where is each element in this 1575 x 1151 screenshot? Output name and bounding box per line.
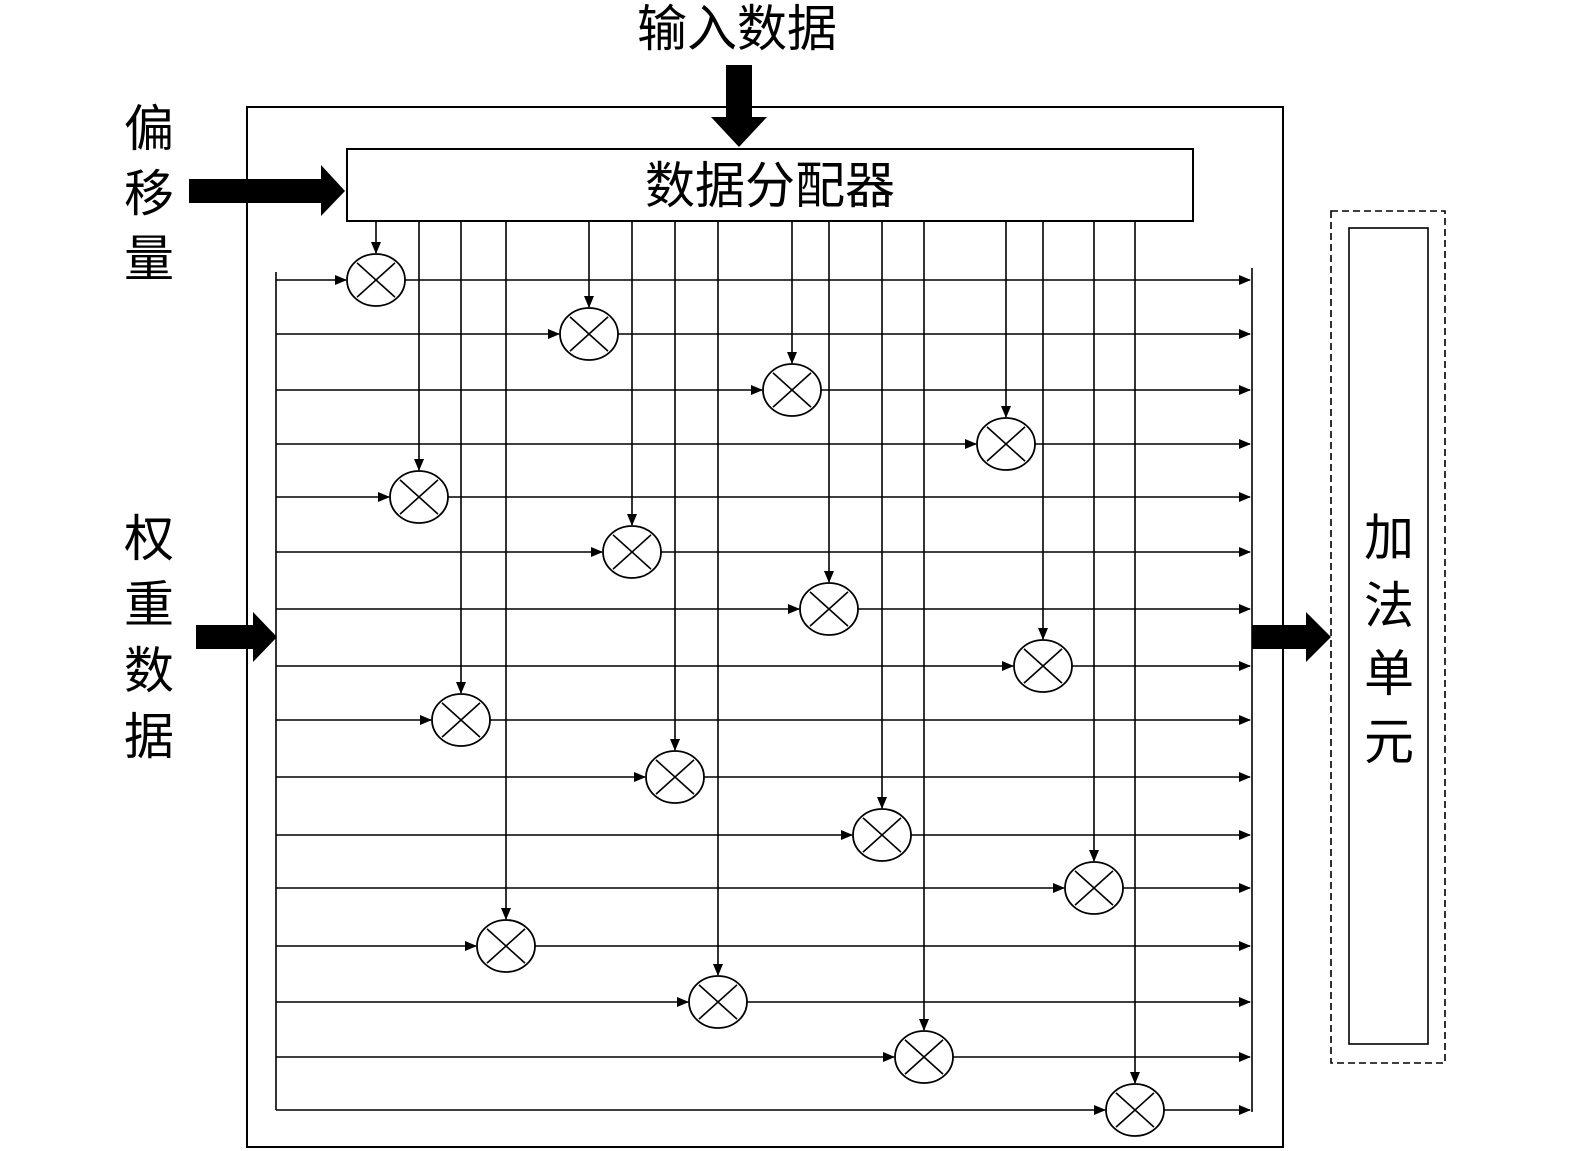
- multiplier-cross-b-3: [772, 372, 812, 408]
- offset-char-1: 偏: [124, 100, 174, 158]
- input-data-label: 输入数据: [637, 0, 837, 58]
- multiplier-cross-b-15: [904, 1039, 944, 1075]
- data-distributor-label: 数据分配器: [645, 157, 895, 215]
- multiplier-cross-b-13: [486, 928, 526, 964]
- multiplier-cross-b-8: [1023, 648, 1063, 684]
- weight-data-arrow: [196, 612, 277, 662]
- multiplier-cross-b-14: [698, 984, 738, 1020]
- weight-char-4: 据: [124, 708, 174, 766]
- adder-outer-dashed-box: [1330, 210, 1446, 1064]
- multiplier-cross-b-6: [612, 534, 652, 570]
- multiplier-cross-b-12: [1074, 870, 1114, 906]
- offset-char-3: 量: [124, 230, 174, 288]
- adder-char-1: 加: [1364, 509, 1414, 567]
- multiplier-cross-b-7: [809, 591, 849, 627]
- data-distributor-box: [346, 148, 1194, 222]
- offset-arrow: [189, 165, 345, 216]
- weight-char-3: 数: [124, 642, 174, 700]
- multiplier-cross-b-16: [1115, 1092, 1155, 1128]
- offset-char-2: 移: [124, 165, 174, 223]
- multiplier-array: [276, 221, 1251, 1137]
- adder-char-3: 单: [1364, 645, 1414, 703]
- adder-label: 加 法 单 元: [1364, 509, 1414, 771]
- adder-unit-box: [1348, 227, 1429, 1045]
- adder-char-4: 元: [1364, 713, 1414, 771]
- processing-frame: [246, 106, 1284, 1148]
- multiplier-cross-b-5: [399, 479, 439, 515]
- multiplier-cross-b-11: [862, 817, 902, 853]
- adder-char-2: 法: [1364, 577, 1414, 635]
- weight-char-1: 权: [124, 510, 174, 568]
- multiplier-cross-b-1: [356, 262, 396, 298]
- multiplier-cross-b-4: [986, 426, 1026, 462]
- output-arrow: [1252, 612, 1331, 662]
- offset-label: 偏 移 量: [124, 100, 174, 288]
- multiplier-cross-b-2: [569, 316, 609, 352]
- multiplier-cross-b-9: [441, 702, 481, 738]
- weight-data-label: 权 重 数 据: [124, 510, 174, 766]
- weight-char-2: 重: [124, 576, 174, 634]
- multiplier-cross-b-10: [655, 759, 695, 795]
